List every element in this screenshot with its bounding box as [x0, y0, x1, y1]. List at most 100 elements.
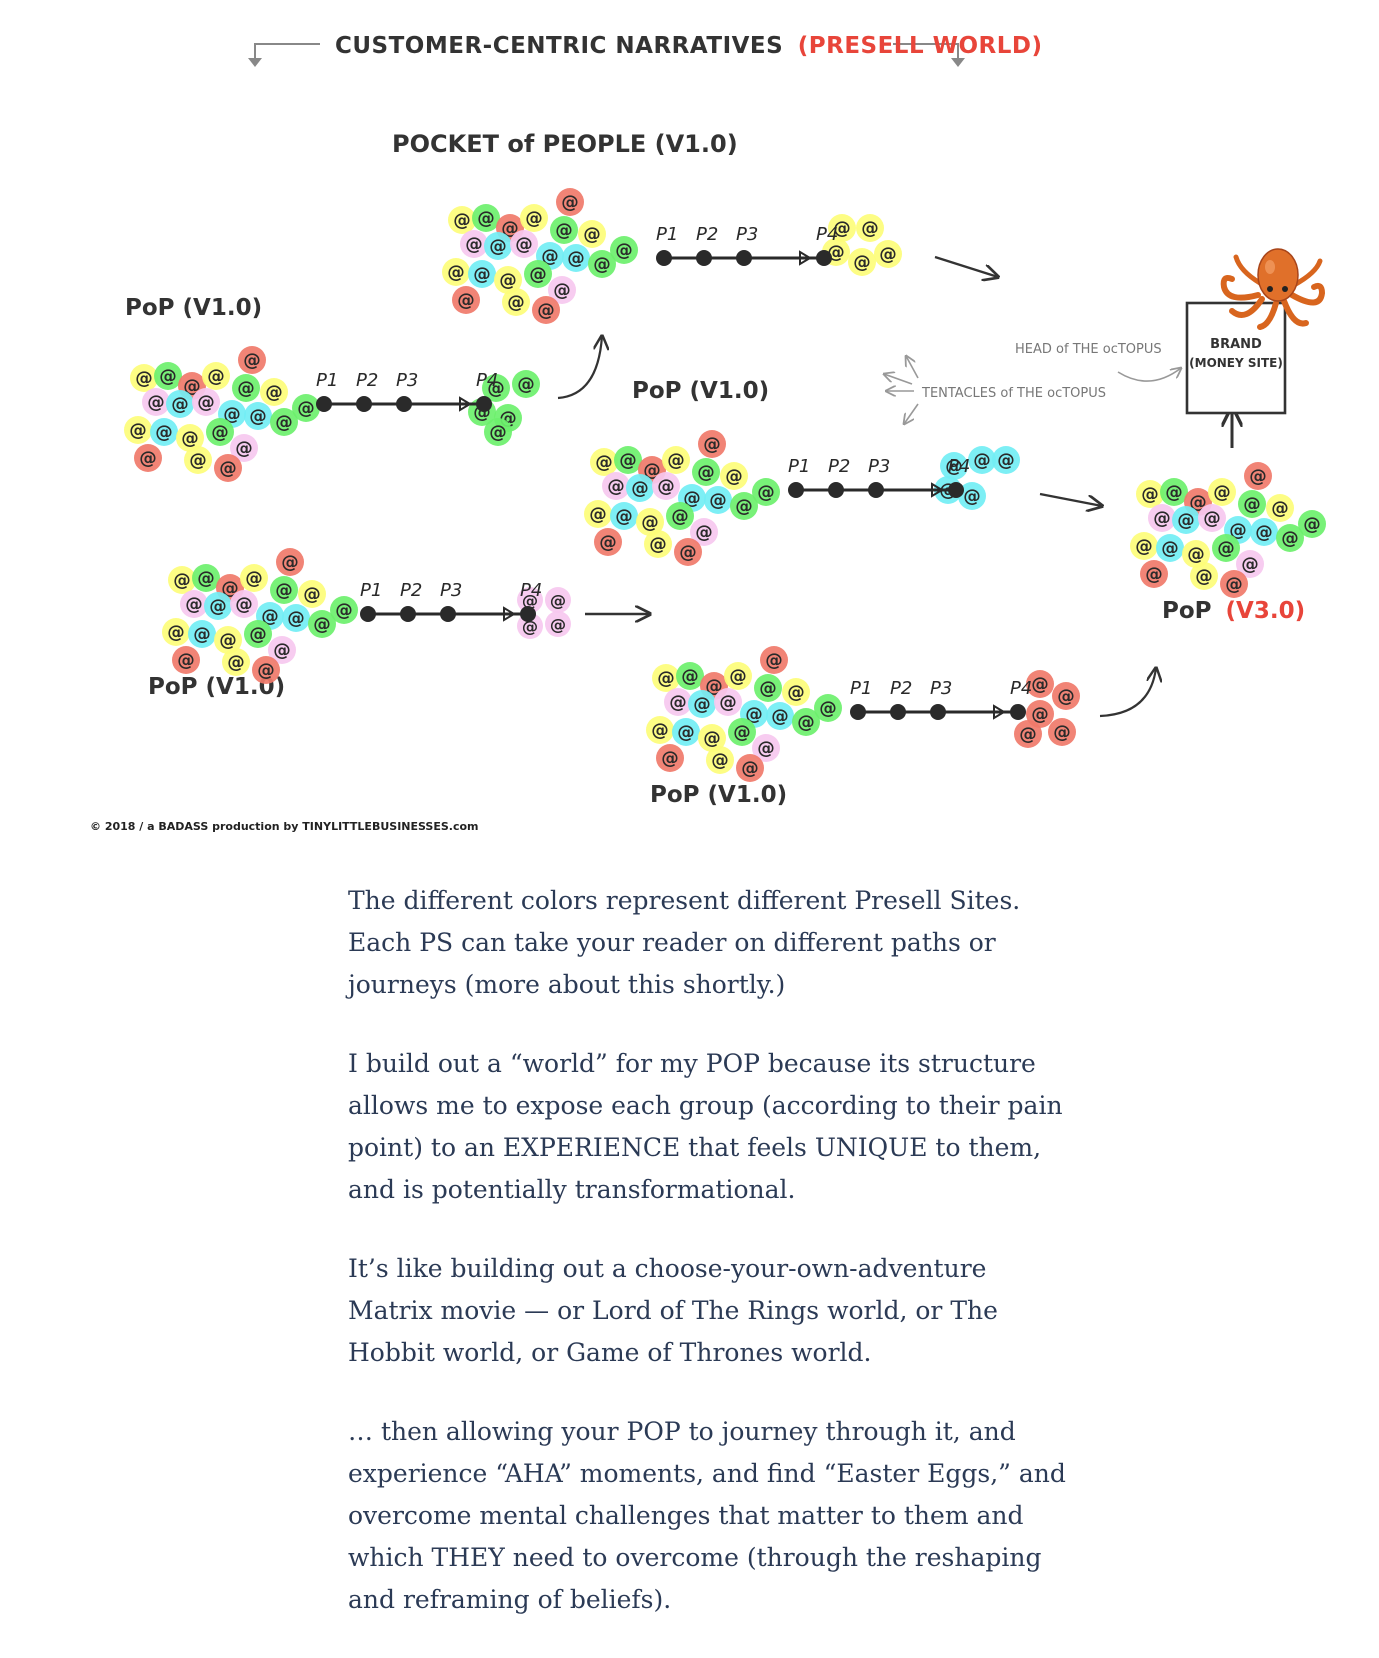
cluster-at-glyph: @ [275, 581, 293, 601]
cluster-at-glyph: @ [129, 421, 147, 441]
cluster-dot [276, 548, 304, 576]
cluster-dot [520, 204, 548, 232]
path-step-label: P4 [816, 224, 838, 245]
arrow-left-to-top [557, 336, 602, 400]
cluster-at-glyph: @ [1195, 567, 1213, 587]
cluster-dot [512, 370, 540, 398]
cluster-dot [192, 564, 220, 592]
cluster-dot [452, 286, 480, 314]
cluster-at-glyph: @ [477, 209, 495, 229]
cluster-at-glyph: @ [550, 615, 566, 634]
cluster-at-glyph: @ [719, 693, 737, 713]
cluster-dot [517, 587, 543, 613]
cluster-dot [260, 378, 288, 406]
cluster-dot [330, 596, 358, 624]
cluster-at-glyph: @ [147, 393, 165, 413]
path-node [850, 704, 866, 720]
cluster-at-glyph: @ [693, 695, 711, 715]
cluster-dot [472, 204, 500, 232]
cluster-dot [244, 402, 272, 430]
cluster-at-glyph: @ [181, 429, 199, 449]
cluster-at-glyph: @ [287, 609, 305, 629]
cluster-at-glyph: @ [1255, 523, 1273, 543]
path-arrowhead [459, 396, 472, 412]
cluster-at-glyph: @ [615, 507, 633, 527]
cluster-dot [482, 374, 510, 402]
cluster-at-glyph: @ [1213, 483, 1231, 503]
path-step-label: P4 [476, 370, 498, 391]
cluster-dot [646, 716, 674, 744]
cluster-at-glyph: @ [193, 625, 211, 645]
cluster-dot [222, 648, 250, 676]
cluster-dot [992, 446, 1020, 474]
presell-world-diagram: CUSTOMER-CENTRIC NARRATIVES (PRESELL WOR… [90, 33, 1326, 833]
cluster-dot [1212, 534, 1240, 562]
cluster-dot [232, 374, 260, 402]
cluster-at-glyph: @ [729, 667, 747, 687]
cluster-dot [626, 474, 654, 502]
cluster-at-glyph: @ [219, 631, 237, 651]
cluster-dot [1266, 494, 1294, 522]
article-paragraph-2: I build out a “world” for my POP because… [348, 1049, 1063, 1204]
path-step-label: P2 [356, 370, 378, 391]
cluster-at-glyph: @ [1177, 511, 1195, 531]
cluster-dot [1136, 480, 1164, 508]
cluster-dot [1244, 462, 1272, 490]
tentacles-arrow-up [906, 356, 919, 379]
cluster-dot [874, 240, 902, 268]
cluster-dot [1190, 562, 1218, 590]
pocket-of-people-label: POCKET of PEOPLE (V1.0) [392, 130, 738, 158]
path-step-label: P1 [788, 456, 810, 477]
cluster-at-glyph: @ [711, 751, 729, 771]
cluster-dot [704, 486, 732, 514]
cluster-at-glyph: @ [853, 253, 871, 273]
cluster-dot [154, 362, 182, 390]
cluster-at-glyph: @ [275, 413, 293, 433]
cluster-dot [752, 734, 780, 762]
cluster-at-glyph: @ [1019, 725, 1037, 745]
cluster-dot [672, 718, 700, 746]
cluster-at-glyph: @ [1145, 565, 1163, 585]
path-step-label: P3 [930, 678, 952, 699]
cluster-dot [484, 418, 512, 446]
cluster-at-glyph: @ [945, 457, 963, 477]
head-of-octopus-label: HEAD of THE ocTOPUS [1015, 342, 1162, 357]
path-node [696, 250, 712, 266]
path-step-label: P3 [736, 224, 758, 245]
cluster-at-glyph: @ [177, 651, 195, 671]
cluster-at-glyph: @ [167, 623, 185, 643]
cluster-dot [692, 458, 720, 486]
cluster-dot [1208, 478, 1236, 506]
cluster-dot [752, 478, 780, 506]
cluster-at-glyph: @ [657, 669, 675, 689]
cluster-dot [1148, 504, 1176, 532]
cluster-dot [1220, 570, 1248, 598]
path-step-label: P2 [890, 678, 912, 699]
cluster-dot [578, 220, 606, 248]
header-title-main: CUSTOMER-CENTRIC NARRATIVES [335, 33, 783, 59]
cluster-at-glyph: @ [661, 749, 679, 769]
cluster-at-glyph: @ [209, 597, 227, 617]
cluster-at-glyph: @ [757, 483, 775, 503]
path-step-label: P3 [868, 456, 890, 477]
tentacles-arrow-down [904, 403, 919, 424]
cluster-dot [204, 592, 232, 620]
cluster-at-glyph: @ [457, 291, 475, 311]
cluster-dot [644, 530, 672, 558]
cluster-at-glyph: @ [303, 585, 321, 605]
cluster-dot [698, 430, 726, 458]
cluster-dot [244, 620, 272, 648]
cluster-at-glyph: @ [725, 467, 743, 487]
cluster-at-glyph: @ [1053, 723, 1071, 743]
cluster-dot [202, 362, 230, 390]
cluster-at-glyph: @ [615, 241, 633, 261]
cluster-at-glyph: @ [553, 281, 571, 301]
path-arrowhead [993, 704, 1006, 720]
path-node [360, 606, 376, 622]
cluster-at-glyph: @ [237, 379, 255, 399]
cluster-dot [545, 587, 571, 613]
cluster-pop-bottom: @@@@@@@@@@@@@@@@@@@@@@ [646, 646, 842, 782]
arrow-middle-to-v3 [1039, 492, 1102, 506]
